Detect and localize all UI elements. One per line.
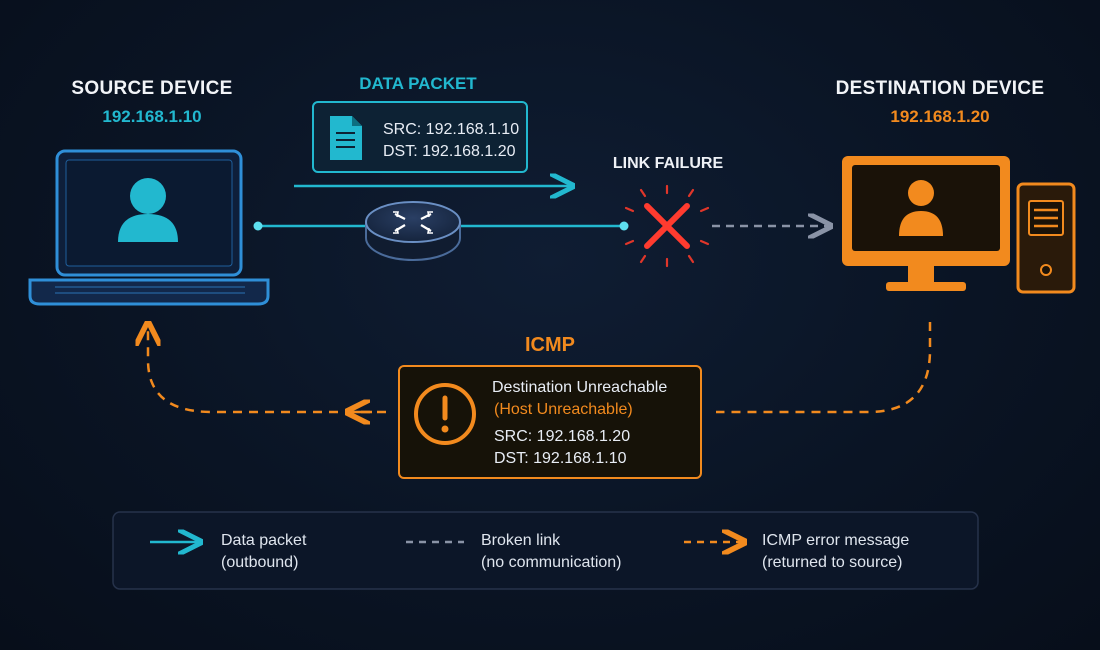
legend-item-label: ICMP error message (762, 532, 910, 549)
data-packet-box (312, 101, 528, 173)
icmp-src: SRC: 192.168.1.20 (494, 428, 631, 445)
source-laptop-icon (28, 149, 270, 306)
document-icon (330, 116, 362, 160)
destination-ip: 192.168.1.20 (890, 107, 990, 126)
link-failure-x-icon (624, 184, 710, 268)
icmp-return-path-right (716, 322, 932, 414)
source-title: SOURCE DEVICE (71, 78, 233, 99)
legend-item-label: Data packet (221, 532, 307, 549)
source-ip: 192.168.1.10 (102, 107, 202, 126)
legend-item-sublabel: (no communication) (481, 554, 622, 571)
icmp-return-path-left (148, 326, 386, 414)
link-node-right (619, 221, 629, 231)
legend-item-icmp: ICMP error message (returned to source) (762, 530, 909, 574)
destination-desktop-icon (842, 156, 1076, 294)
link-node-left (253, 221, 263, 231)
legend-box (112, 511, 979, 590)
legend-item-data-packet: Data packet (outbound) (221, 530, 306, 574)
legend-item-sublabel: (returned to source) (762, 554, 903, 571)
icmp-message-box (398, 365, 702, 479)
data-packet-title: DATA PACKET (359, 74, 477, 93)
icmp-message: Destination Unreachable (492, 379, 668, 396)
icmp-title: ICMP (525, 334, 575, 356)
icmp-sub-message: (Host Unreachable) (494, 401, 633, 418)
destination-title: DESTINATION DEVICE (835, 78, 1045, 99)
data-packet-dst: DST: 192.168.1.20 (383, 143, 516, 160)
router-icon (365, 201, 461, 261)
legend-item-broken-link: Broken link (no communication) (481, 530, 622, 574)
icmp-dst: DST: 192.168.1.10 (494, 450, 627, 467)
legend-item-label: Broken link (481, 532, 561, 549)
legend-item-sublabel: (outbound) (221, 554, 299, 571)
link-failure-label: LINK FAILURE (612, 155, 724, 172)
warning-icon (414, 383, 476, 445)
data-packet-src: SRC: 192.168.1.10 (383, 121, 520, 138)
